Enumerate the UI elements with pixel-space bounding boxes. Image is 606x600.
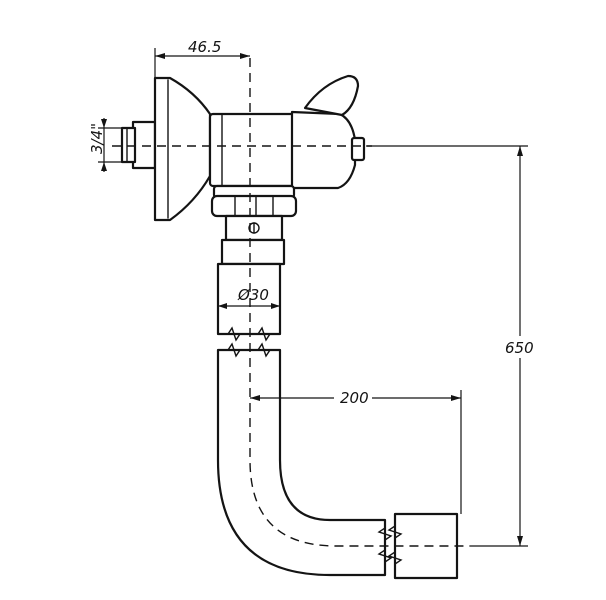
- dim-label-outlet-offset: 200: [340, 389, 369, 407]
- dim-label-pipe-diameter: Ø30: [237, 286, 269, 304]
- coupling-sleeve: [220, 238, 286, 266]
- pipe-bend: [216, 348, 387, 577]
- push-button: [350, 136, 366, 162]
- lever-handle: [303, 74, 360, 117]
- threaded-inlet: [120, 120, 157, 170]
- dimension-outlet-offset: 200: [250, 386, 462, 514]
- dimension-total-height: 650: [366, 145, 536, 547]
- regulating-screw: [224, 214, 284, 242]
- wall-flange: [153, 76, 212, 222]
- center-lines: [112, 58, 470, 547]
- dim-label-thread-size: 3/4": [88, 123, 106, 154]
- dimension-pipe-diameter: Ø30: [218, 286, 280, 309]
- dimension-flange-offset: 46.5: [154, 38, 250, 78]
- union-nut: [210, 184, 298, 218]
- dim-label-flange-offset: 46.5: [188, 38, 221, 56]
- break-marks: [217, 326, 403, 579]
- dimension-thread-size: 3/4": [88, 118, 122, 172]
- valve-body: [208, 112, 296, 188]
- handle-housing: [290, 74, 366, 190]
- dim-label-total-height: 650: [505, 339, 534, 357]
